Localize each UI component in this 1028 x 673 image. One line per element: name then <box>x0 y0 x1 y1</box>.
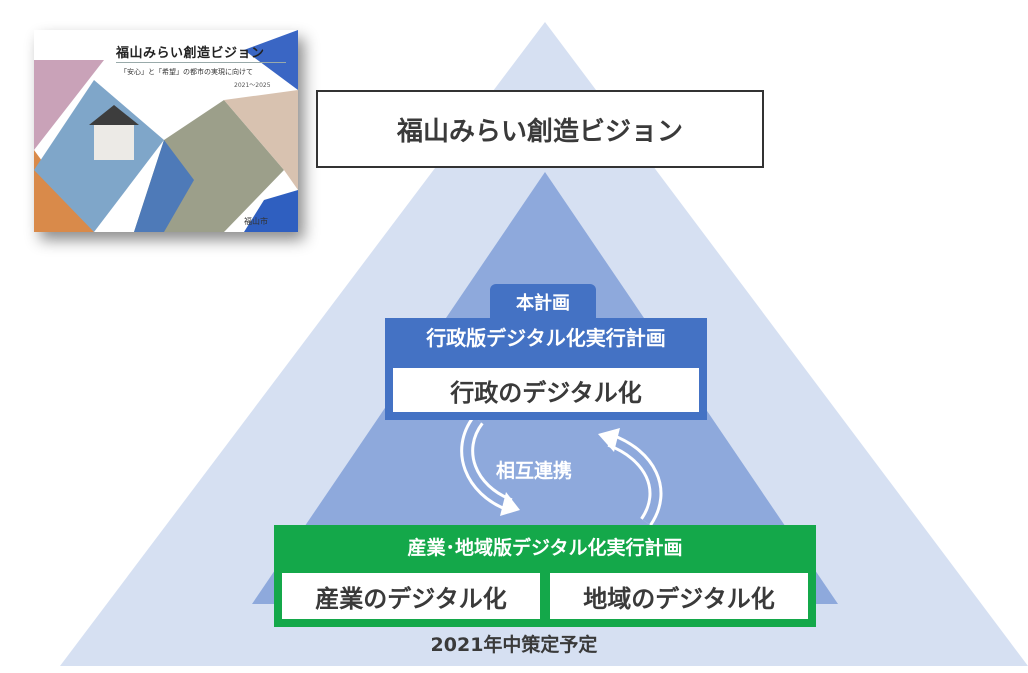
admin-plan-box: 行政版デジタル化実行計画 行政のデジタル化 <box>385 318 707 420</box>
vision-title-box: 福山みらい創造ビジョン <box>316 90 764 168</box>
industry-region-plan-box: 産業･地域版デジタル化実行計画 産業のデジタル化 地域のデジタル化 <box>274 525 816 627</box>
cover-divider <box>116 62 286 63</box>
admin-digitalization-item: 行政のデジタル化 <box>393 368 699 412</box>
city-logo: 福山市 <box>244 217 268 226</box>
cover-subtitle: 「安心」と「希望」の都市の実現に向けて <box>120 68 253 76</box>
region-digitalization-item: 地域のデジタル化 <box>550 573 808 619</box>
mutual-cooperation-label: 相互連携 <box>496 460 573 482</box>
admin-plan-heading: 行政版デジタル化実行計画 <box>426 326 666 350</box>
schedule-note: 2021年中策定予定 <box>430 634 598 656</box>
cycle-arrows-icon <box>460 415 663 526</box>
cover-years: 2021〜2025 <box>234 82 271 89</box>
cover-title: 福山みらい創造ビジョン <box>116 46 265 61</box>
industry-region-plan-heading: 産業･地域版デジタル化実行計画 <box>407 537 683 559</box>
main-plan-tab: 本計画 <box>490 284 596 320</box>
vision-cover-thumbnail: 福山みらい創造ビジョン 「安心」と「希望」の都市の実現に向けて 2021〜202… <box>34 30 298 232</box>
industry-digitalization-item: 産業のデジタル化 <box>282 573 540 619</box>
